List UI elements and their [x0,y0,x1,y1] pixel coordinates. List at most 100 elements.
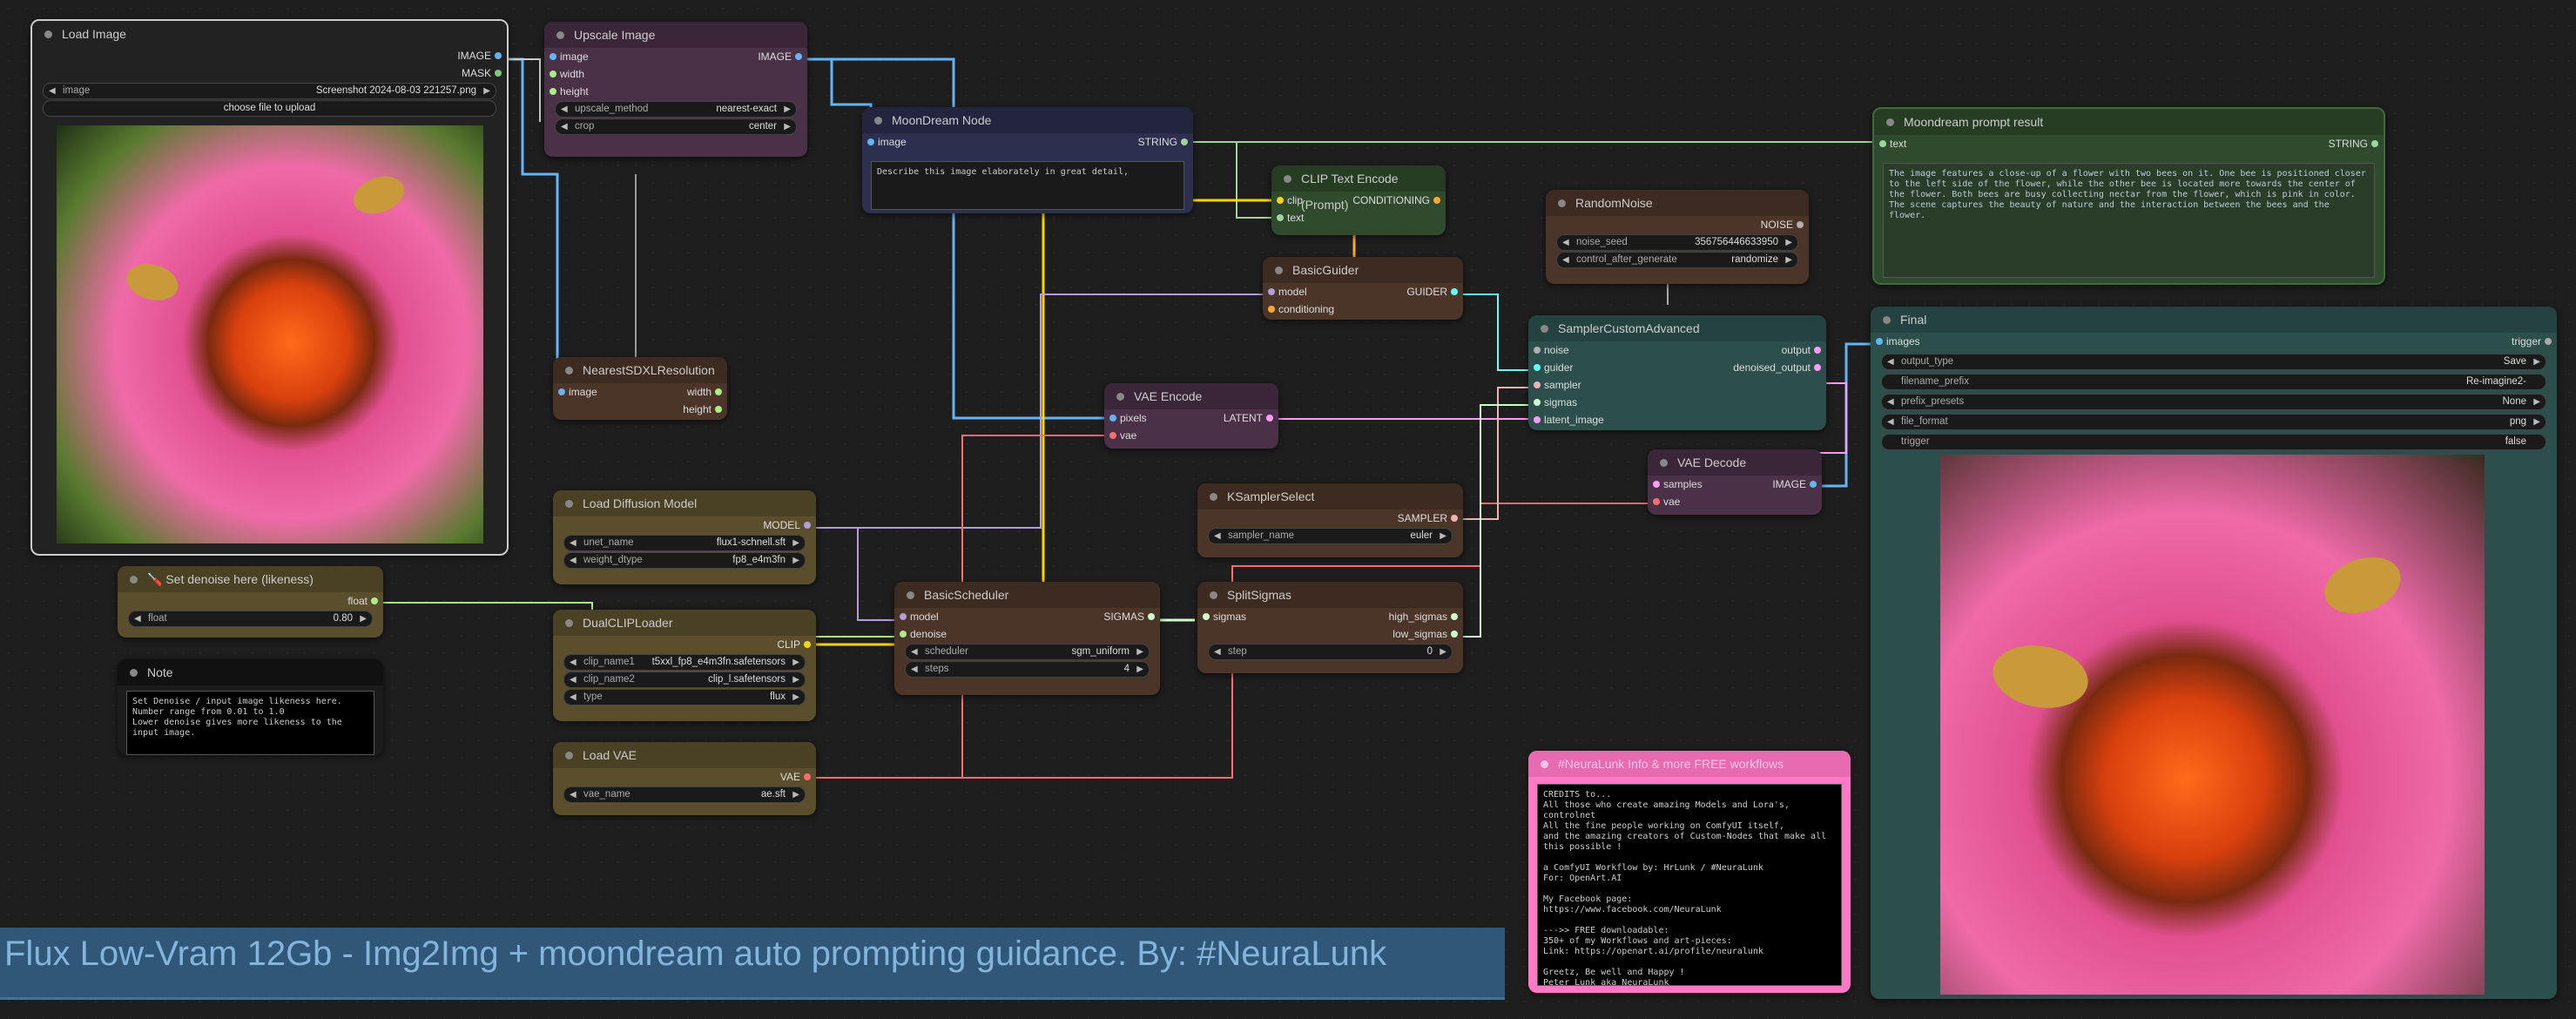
width-output-socket[interactable] [715,388,722,395]
sampler-output-socket[interactable] [1451,515,1458,522]
node-collapse-dot[interactable] [1541,760,1548,768]
latent-input-socket[interactable] [1534,416,1541,423]
clip-output-socket[interactable] [804,641,811,648]
node-collapse-dot[interactable] [1886,118,1894,126]
sampler-input-socket[interactable] [1534,381,1541,388]
note-textarea[interactable]: Set Denoise / input image likeness here.… [126,691,374,755]
node-collapse-dot[interactable] [1883,316,1891,324]
node-collapse-dot[interactable] [874,117,882,125]
conditioning-input-socket[interactable] [1268,306,1275,313]
model-input-socket[interactable] [1268,288,1275,295]
images-input-socket[interactable] [1876,338,1883,345]
node-collapse-dot[interactable] [1558,199,1566,207]
upload-button[interactable]: choose file to upload [43,100,496,117]
node-collapse-dot[interactable] [907,591,914,599]
text-input-socket[interactable] [1879,140,1886,147]
prompt-textarea[interactable]: Describe this image elaborately in great… [871,161,1184,210]
model-input-socket[interactable] [900,613,907,620]
output-output-socket[interactable] [1814,347,1821,354]
arrow-left-icon[interactable]: ◀ [49,86,56,96]
node-collapse-dot[interactable] [565,619,573,627]
info-textarea[interactable]: CREDITS to... All those who create amazi… [1537,784,1842,988]
noise-output-socket[interactable] [1797,221,1804,228]
vae-input-socket[interactable] [1653,498,1660,505]
denoise-input-socket[interactable] [900,631,907,638]
latent-output-socket[interactable] [1266,415,1273,422]
node-collapse-dot[interactable] [565,752,573,759]
vae-input-socket[interactable] [1109,432,1116,439]
node-collapse-dot[interactable] [1210,591,1217,599]
mask-output-socket[interactable] [495,70,502,77]
sigmas-input-socket[interactable] [1534,399,1541,406]
set-denoise-node[interactable]: 🪛 Set denoise here (likeness) float ◀flo… [118,566,383,638]
node-collapse-dot[interactable] [1116,393,1124,401]
guider-output-socket[interactable] [1451,288,1458,295]
node-collapse-dot[interactable] [565,500,573,508]
node-collapse-dot[interactable] [44,30,52,38]
node-collapse-dot[interactable] [130,669,138,677]
model-output-socket[interactable] [804,522,811,529]
width-input-socket[interactable] [550,71,556,78]
node-collapse-dot[interactable] [1284,175,1291,183]
image-input-socket[interactable] [558,388,565,395]
trigger-output-socket[interactable] [2545,338,2552,345]
node-collapse-dot[interactable] [130,576,138,584]
sigmas-input-socket[interactable] [1203,613,1210,620]
conditioning-output-socket[interactable] [1433,197,1440,204]
high-sigmas-output-socket[interactable] [1451,613,1458,620]
vae-output-socket[interactable] [804,773,811,780]
string-output-socket[interactable] [2371,140,2378,147]
samples-input-socket[interactable] [1653,481,1660,488]
image-output-socket[interactable] [495,52,502,59]
image-input-socket[interactable] [550,53,556,60]
node-collapse-dot[interactable] [1210,493,1217,501]
node-collapse-dot[interactable] [1275,267,1283,274]
result-textarea[interactable]: The image features a close-up of a flowe… [1883,163,2375,278]
denoised-output-socket[interactable] [1814,364,1821,371]
note-node[interactable]: Note Set Denoise / input image likeness … [118,659,383,755]
image-output-socket[interactable] [1810,481,1817,488]
node-collapse-dot[interactable] [1660,459,1668,467]
image-input-socket[interactable] [867,138,874,145]
low-sigmas-output-socket[interactable] [1451,631,1458,638]
guider-input-socket[interactable] [1534,364,1541,371]
text-input-socket[interactable] [1277,214,1284,221]
float-output-socket[interactable] [371,597,378,604]
string-output-socket[interactable] [1181,138,1188,145]
